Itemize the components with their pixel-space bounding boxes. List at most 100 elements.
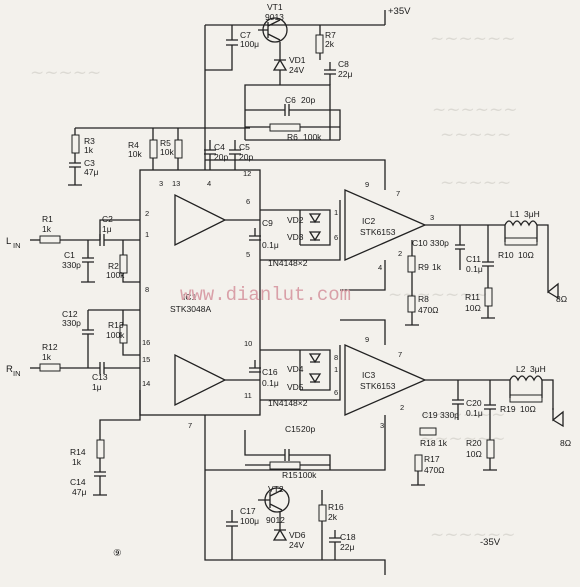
vd5-diode (308, 373, 322, 384)
r6-label: R6 (287, 132, 298, 142)
ic1-opamp-bottom (174, 353, 227, 407)
c6-label: C6 (285, 95, 296, 105)
vd2-diode (308, 213, 322, 224)
figure-number: ⑨ (113, 548, 122, 559)
r1-resistor (39, 235, 61, 244)
c16-label: C16 (262, 367, 278, 377)
svg-text:~~~~~~: ~~~~~~ (430, 525, 515, 545)
supply-neg-label: -35V (480, 537, 501, 548)
r1-label: R1 (42, 214, 53, 224)
c20-label: C20 (466, 398, 482, 408)
pin-label: 6 (334, 388, 338, 397)
pin-label: 2 (400, 403, 404, 412)
vd4-diode (308, 353, 322, 364)
c17-value: 100μ (240, 516, 259, 526)
c13-value: 1μ (92, 382, 102, 392)
r15-label: R15 (282, 470, 298, 480)
c9-value: 0.1μ (262, 240, 279, 250)
watermark: www.dianlut.com (180, 284, 351, 306)
pin-label: 4 (378, 263, 382, 272)
vd3-diode (308, 231, 322, 242)
r5-resistor (174, 139, 183, 159)
svg-text:~~~~~~~: ~~~~~~~ (388, 285, 488, 305)
vd3-label: VD3 (287, 232, 304, 242)
ic3-power-amp (205, 319, 564, 486)
bottom-regulator (204, 415, 386, 575)
ic1-body (139, 169, 261, 416)
pin-label: 1 (334, 365, 338, 374)
c11-value: 0.1μ (466, 264, 483, 274)
r9-resistor (407, 255, 416, 273)
pin-label: 1 (145, 230, 149, 239)
vd6-label: VD6 (289, 530, 306, 540)
r12-resistor (39, 363, 61, 372)
r3-label: R3 (84, 136, 95, 146)
c15-label: C15 (285, 424, 301, 434)
pin-label: 7 (398, 350, 402, 359)
svg-text:~~~~~~: ~~~~~~ (430, 29, 515, 49)
ic1-part: STK3048A (170, 304, 211, 314)
ic2-ref: IC2 (362, 216, 376, 226)
pin-label: 6 (246, 197, 250, 206)
pin-label: 1 (334, 208, 338, 217)
r8-label: R8 (418, 294, 429, 304)
c4-label: C4 (214, 142, 225, 152)
l1-inductor (504, 220, 538, 227)
top-regulator (204, 10, 386, 170)
c13-label: C13 (92, 372, 108, 382)
r10-resistor (504, 237, 538, 246)
pin-label: 9 (365, 180, 369, 189)
c1-value: 330p (62, 260, 81, 270)
vd4-label: VD4 (287, 364, 304, 374)
svg-text:~~~~~: ~~~~~ (30, 63, 101, 83)
speaker-bottom-label: 8Ω (560, 438, 571, 448)
r14-value: 1k (72, 457, 82, 467)
ic1-preamp (139, 169, 261, 416)
c17-label: C17 (240, 506, 256, 516)
input-left-sub: IN (13, 241, 21, 250)
c18-value: 22μ (340, 542, 354, 552)
c7-value: 100μ (240, 39, 259, 49)
c19-value: 330p (440, 410, 459, 420)
coupling-and-diodes (249, 200, 341, 401)
vd1-label: VD1 (289, 55, 306, 65)
input-left-label: L (6, 236, 11, 247)
c12-label: C12 (62, 309, 78, 319)
c12-value: 330p (62, 318, 81, 328)
pin-label: 5 (246, 250, 250, 259)
c1-label: C1 (64, 250, 75, 260)
c10-value: 330p (430, 238, 449, 248)
r10-value: 10Ω (518, 250, 534, 260)
pin-label: 2 (398, 249, 402, 258)
c5-label: C5 (239, 142, 250, 152)
r12-value: 1k (42, 352, 52, 362)
ic3-triangle (344, 344, 427, 416)
r18-label: R18 (420, 438, 436, 448)
l1-value: 3μH (524, 209, 540, 219)
pin-label: 8 (334, 353, 338, 362)
pin-label: 10 (244, 339, 252, 348)
r6-value: 100k (303, 132, 322, 142)
r13-value: 100k (106, 330, 125, 340)
r18-resistor (419, 427, 437, 436)
svg-text:~~~~~: ~~~~~ (440, 173, 511, 193)
c5-value: 20p (239, 152, 253, 162)
svg-text:~~~~~~: ~~~~~~ (420, 405, 505, 425)
labels: +35V -35V VT1 9013 C7 100μ R7 2k VD1 24V… (6, 2, 571, 559)
r9-value: 1k (432, 262, 442, 272)
r4-value: 10k (128, 149, 142, 159)
bias-network (68, 127, 250, 186)
left-input-network (30, 219, 140, 283)
c14-value: 47μ (72, 487, 86, 497)
r14-label: R14 (70, 447, 86, 457)
r1-value: 1k (42, 224, 52, 234)
r7-value: 2k (325, 39, 335, 49)
r9-label: R9 (418, 262, 429, 272)
ic1-pin-numbers: 3 13 4 12 2 1 8 16 15 14 6 5 10 11 7 (142, 169, 252, 430)
c2-value: 1μ (102, 224, 112, 234)
c18-label: C18 (340, 532, 356, 542)
r7-label: R7 (325, 30, 336, 40)
l2-inductor (509, 375, 543, 382)
c4-value: 20p (214, 152, 228, 162)
